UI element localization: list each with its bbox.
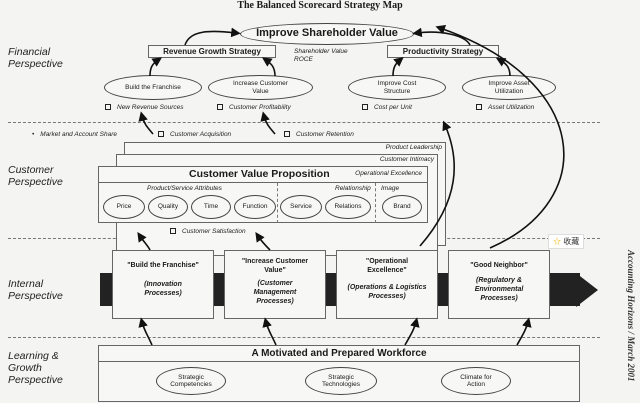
measure-customer-retention: Customer Retention xyxy=(284,131,354,138)
arrow-custvalue-to-revenue xyxy=(262,57,276,77)
goal-measure-shareholder-value: Shareholder Value xyxy=(294,48,348,55)
diagram-title: The Balanced Scorecard Strategy Map xyxy=(237,0,403,11)
relationship-relations: Relations xyxy=(325,195,371,219)
arrow-customer-to-custvalue xyxy=(260,111,276,135)
arrow-productivity-to-goal xyxy=(412,27,471,46)
process-subtitle: (Innovation Processes) xyxy=(144,281,182,297)
group-label-image: Image xyxy=(381,185,400,192)
learning-perspective-label: Learning & Growth Perspective xyxy=(8,350,63,386)
measure-market-share: • Market and Account Share xyxy=(32,131,117,138)
attribute-time: Time xyxy=(191,195,231,219)
arrow-opex-to-customer xyxy=(419,120,455,247)
customer-value-proposition-box: Customer Value Proposition Operational E… xyxy=(98,166,428,223)
favorite-button[interactable]: ☆ 收藏 xyxy=(548,234,585,249)
revenue-growth-strategy-box: Revenue Growth Strategy xyxy=(148,45,276,58)
measure-text: Cost per Unit xyxy=(374,104,412,111)
arrow-learning-to-goodneighbor xyxy=(516,317,532,346)
process-heading: "Good Neighbor" xyxy=(470,262,528,269)
arrow-asset-to-productivity xyxy=(495,57,511,77)
arrow-customer-to-franchise xyxy=(138,111,154,135)
customer-perspective-label: Customer Perspective xyxy=(8,164,63,188)
measure-cost-per-unit: Cost per Unit xyxy=(362,104,412,111)
workforce-box: A Motivated and Prepared Workforce Strat… xyxy=(98,345,580,402)
product-leadership-label: Product Leadership xyxy=(385,144,442,151)
separator-financial-customer xyxy=(8,122,600,123)
process-subtitle: (Regulatory & Environmental Processes) xyxy=(474,277,524,302)
separator-internal-learning xyxy=(8,337,600,338)
objective-improve-asset-utilization: Improve Asset Utilization xyxy=(462,75,556,100)
process-chain-arrowhead xyxy=(576,273,598,307)
goal-measures: Shareholder Value ROCE xyxy=(294,48,348,64)
checkbox-icon xyxy=(105,104,111,111)
arrow-cost-to-productivity xyxy=(392,57,404,77)
checkbox-icon xyxy=(217,104,223,111)
measure-text: Customer Satisfaction xyxy=(182,228,246,235)
process-subtitle: (Customer Management Processes) xyxy=(253,280,297,305)
internal-perspective-label: Internal Perspective xyxy=(8,278,63,302)
measure-customer-acquisition: Customer Acquisition xyxy=(158,131,231,138)
customer-intimacy-label: Customer Intimacy xyxy=(379,156,434,163)
attribute-quality: Quality xyxy=(148,195,188,219)
productivity-strategy-box: Productivity Strategy xyxy=(387,45,499,58)
bullet-icon: • xyxy=(32,131,35,138)
measure-customer-profitability: Customer Profitability xyxy=(217,104,291,111)
process-heading: "Operational Excellence" xyxy=(365,258,409,274)
group-divider xyxy=(375,183,376,223)
checkbox-icon xyxy=(476,104,482,111)
cvp-header: Customer Value Proposition Operational E… xyxy=(99,167,427,183)
journal-credit: Accounting Horizons / March 2001 xyxy=(626,250,636,382)
objective-increase-customer-value: Increase Customer Value xyxy=(208,75,313,100)
process-increase-customer-value: "Increase Customer Value" (Customer Mana… xyxy=(224,250,326,319)
objective-build-franchise: Build the Franchise xyxy=(104,75,202,100)
arrow-goodneighbor-to-goal xyxy=(435,25,565,249)
process-build-franchise: "Build the Franchise" (Innovation Proces… xyxy=(112,250,214,319)
checkbox-icon xyxy=(284,131,290,138)
learning-strategic-technologies: Strategic Technologies xyxy=(305,367,377,395)
arrow-build-to-customer xyxy=(137,232,151,251)
checkbox-icon xyxy=(362,104,368,111)
arrow-increase-to-customer xyxy=(255,232,271,251)
process-heading: "Increase Customer Value" xyxy=(241,258,309,274)
arrow-revenue-to-goal xyxy=(184,27,241,46)
measure-text: Customer Acquisition xyxy=(170,131,232,138)
arrow-learning-to-opex xyxy=(404,317,420,346)
star-icon: ☆ xyxy=(553,237,561,246)
measure-text: Market and Account Share xyxy=(40,131,117,138)
checkbox-icon xyxy=(170,228,176,235)
attribute-function: Function xyxy=(234,195,276,219)
learning-strategic-competencies: Strategic Competencies xyxy=(156,367,226,395)
measure-text: Customer Profitability xyxy=(229,104,291,111)
arrow-learning-to-increase xyxy=(262,317,277,346)
measure-text: New Revenue Sources xyxy=(117,104,184,111)
group-divider xyxy=(277,183,278,223)
group-label-attributes: Product/Service Attributes xyxy=(147,185,222,192)
attribute-price: Price xyxy=(103,195,145,219)
checkbox-icon xyxy=(158,131,164,138)
learning-climate-for-action: Climate for Action xyxy=(441,367,511,395)
favorite-label: 收藏 xyxy=(563,237,580,246)
cvp-title: Customer Value Proposition xyxy=(189,168,330,180)
process-subtitle: (Operations & Logistics Processes) xyxy=(347,284,427,300)
objective-improve-cost-structure: Improve Cost Structure xyxy=(348,75,446,100)
operational-excellence-label: Operational Excellence xyxy=(355,170,422,177)
process-good-neighbor: "Good Neighbor" (Regulatory & Environmen… xyxy=(448,250,550,319)
arrow-franchise-to-revenue xyxy=(149,57,162,77)
workforce-title: A Motivated and Prepared Workforce xyxy=(99,346,579,362)
measure-text: Asset Utilization xyxy=(488,104,535,111)
group-label-relationship: Relationship xyxy=(335,185,371,192)
financial-perspective-label: Financial Perspective xyxy=(8,46,63,70)
measure-customer-satisfaction: Customer Satisfaction xyxy=(170,228,246,235)
process-operational-excellence: "Operational Excellence" (Operations & L… xyxy=(336,250,438,319)
arrow-learning-to-build xyxy=(138,317,153,346)
measure-asset-utilization: Asset Utilization xyxy=(476,104,534,111)
image-brand: Brand xyxy=(382,195,422,219)
goal-measure-roce: ROCE xyxy=(294,56,313,63)
measure-new-revenue-sources: New Revenue Sources xyxy=(105,104,183,111)
measure-text: Customer Retention xyxy=(296,131,354,138)
relationship-service: Service xyxy=(280,195,322,219)
process-heading: "Build the Franchise" xyxy=(127,262,199,269)
